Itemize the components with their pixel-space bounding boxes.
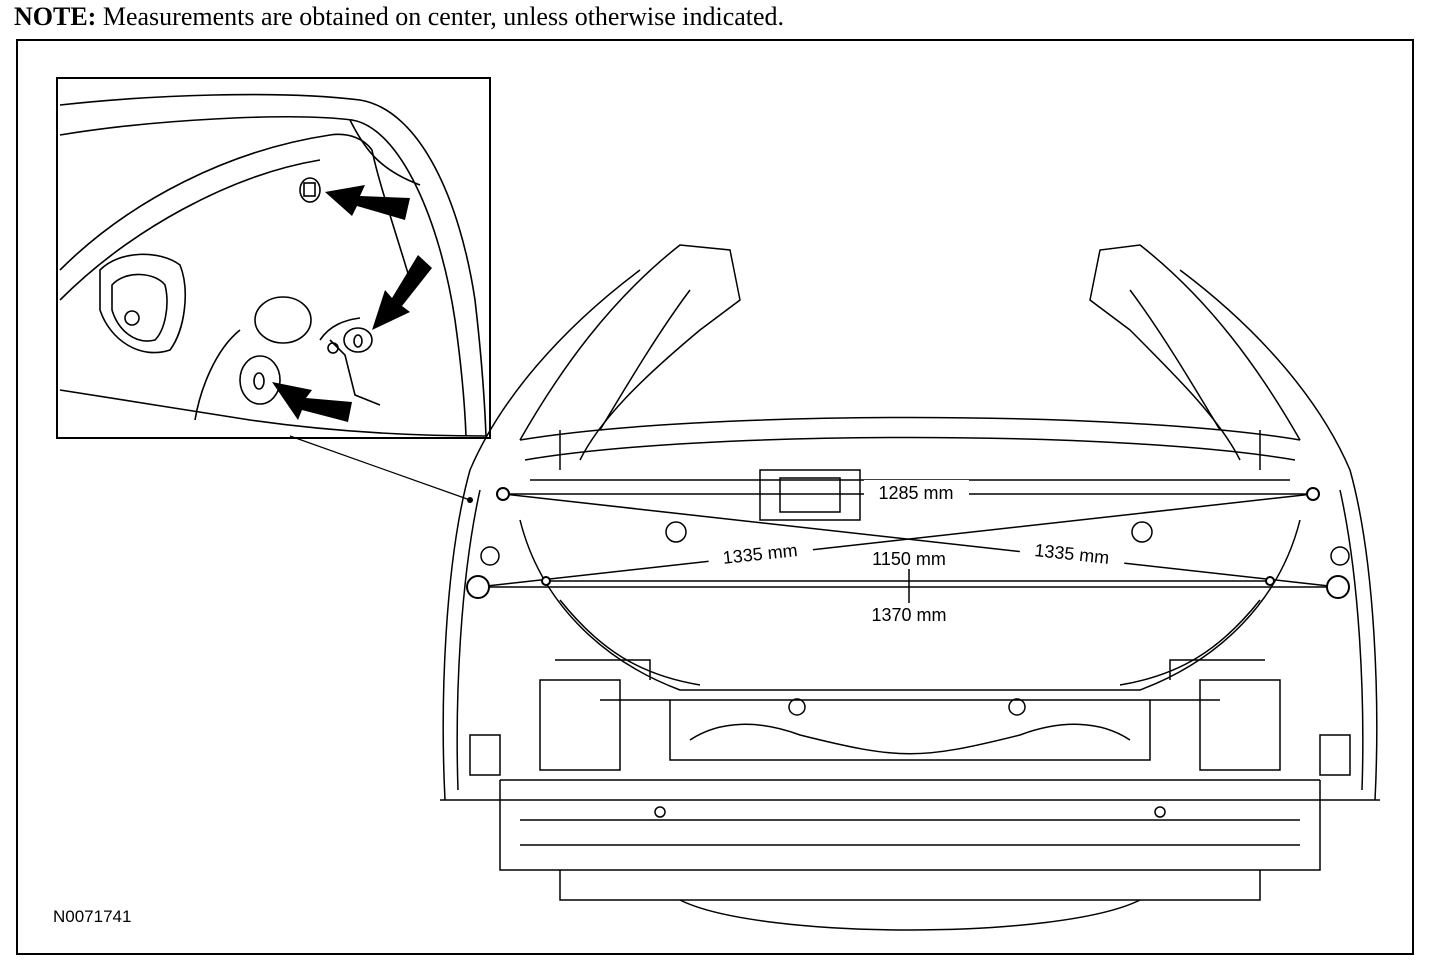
arrow-icon (325, 185, 410, 220)
vehicle-body-drawing (440, 244, 1380, 931)
detail-leader-line (289, 435, 471, 501)
detail-pickup-point (467, 497, 473, 503)
measurement-points (466, 487, 1350, 599)
measurement-lines (477, 493, 1339, 603)
detail-inset (56, 77, 491, 439)
dimension-labels: 1285 mm 1335 mm 1335 mm 1150 mm 1370 mm (706, 480, 1127, 625)
note-text: Measurements are obtained on center, unl… (102, 2, 785, 31)
arrow-icon (272, 382, 352, 422)
dimension-lower-width: 1370 mm (871, 605, 946, 625)
figure-frame (16, 39, 1414, 955)
dimension-top-width: 1285 mm (878, 483, 953, 503)
measurement-note: NOTE: Measurements are obtained on cente… (14, 2, 784, 32)
note-label: NOTE: (14, 2, 97, 31)
arrow-icon (372, 255, 432, 330)
dimension-inner-width: 1150 mm (872, 549, 946, 569)
figure-id: N0071741 (53, 907, 131, 926)
